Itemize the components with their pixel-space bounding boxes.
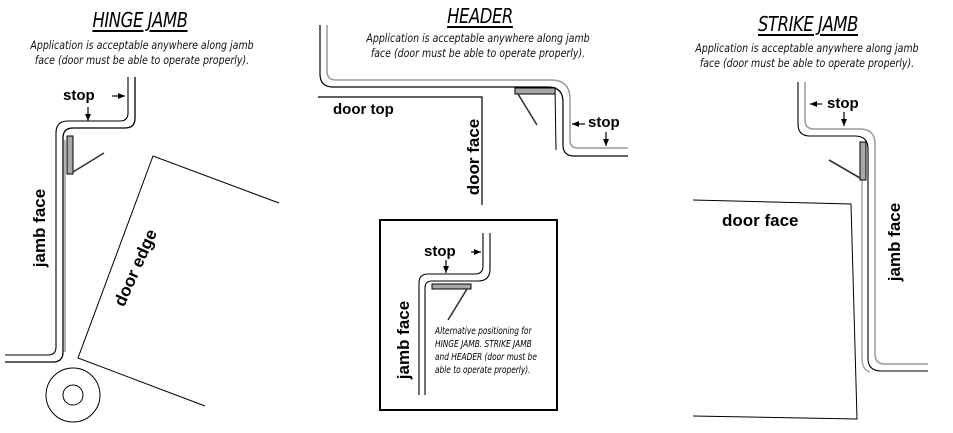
strike-door-face-label: door face: [722, 211, 799, 230]
weatherstrip-seal-icon: [66, 135, 74, 175]
header-profile-outer: [319, 25, 628, 157]
hinge-jamb-title: HINGE JAMB: [92, 8, 188, 32]
header-stop-label: stop: [588, 114, 620, 131]
description-line: Application is acceptable anywhere along…: [366, 31, 590, 45]
hinge-knuckle-icon: [45, 367, 101, 423]
inset-note-line: HINGE JAMB. STRIKE JAMB: [435, 339, 532, 350]
header-drawing: [318, 25, 628, 205]
seal-flap: [828, 159, 861, 179]
seal-flap: [517, 93, 538, 126]
inset-note-line: Alternative positioning for: [435, 326, 532, 337]
inset-note-line: able to operate properly).: [435, 365, 531, 376]
seal-flap: [447, 288, 468, 321]
inset-jamb-face-label: jamb face: [394, 300, 413, 380]
description-line: Application is acceptable anywhere along…: [695, 41, 919, 55]
header-door-outline: [318, 96, 483, 205]
strike-jamb-face-label: jamb face: [885, 202, 904, 282]
weatherstrip-seal-icon: [431, 283, 472, 290]
weatherstrip-seal-icon: [859, 141, 867, 181]
description-line: face (door must be able to operate prope…: [34, 53, 250, 67]
strike-jamb-profile-outer: [797, 82, 928, 372]
inset-drawing: [379, 219, 558, 411]
description-line: Application is acceptable anywhere along…: [30, 38, 254, 52]
header-profile-inner: [326, 25, 628, 149]
seal-flap: [72, 152, 105, 173]
header-title: HEADER: [447, 4, 513, 28]
description-line: face (door must be able to operate prope…: [370, 46, 586, 60]
strike-jamb-profile-inner: [804, 82, 928, 365]
inset-stop-label: stop: [424, 243, 456, 260]
header-door-face-label: door face: [464, 118, 483, 196]
strike-jamb-title: STRIKE JAMB: [758, 12, 858, 36]
strike-jamb-description: Application is acceptable anywhere along…: [684, 41, 930, 71]
strike-stop-label: stop: [827, 95, 859, 112]
strike-jamb-drawing: [692, 82, 928, 420]
hinge-jamb-face-label: jamb face: [30, 188, 49, 268]
inset-note: Alternative positioning for HINGE JAMB. …: [435, 325, 537, 377]
hinge-stop-label: stop: [63, 87, 95, 104]
strike-door-outline: [692, 199, 858, 420]
hinge-jamb-profile-outer: [5, 77, 136, 363]
header-door-top-label: door top: [333, 101, 394, 118]
hinge-jamb-profile-inner: [5, 77, 129, 356]
hinge-door-outline: [77, 155, 280, 407]
hinge-jamb-drawing: [5, 77, 280, 423]
inset-profile-outer: [424, 233, 491, 395]
header-description: Application is acceptable anywhere along…: [355, 31, 601, 61]
description-line: face (door must be able to operate prope…: [699, 56, 915, 70]
inset-frame: [379, 219, 558, 411]
inset-profile-inner: [418, 233, 484, 395]
inset-note-line: and HEADER (door must be: [435, 352, 537, 363]
hinge-jamb-description: Application is acceptable anywhere along…: [19, 38, 265, 68]
weatherstrip-seal-icon: [514, 87, 556, 95]
